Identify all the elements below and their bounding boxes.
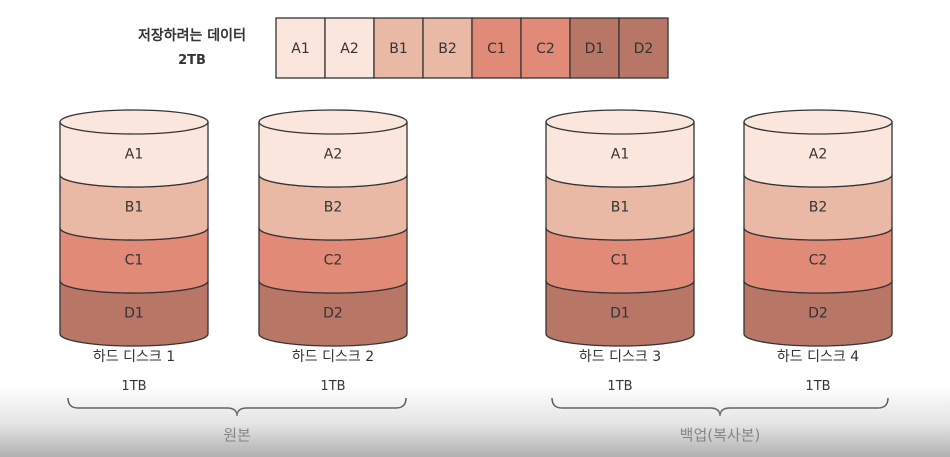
hard-disk-4: D2 C2 B2 A2 하드 디스크 4 1TB [743, 109, 893, 394]
disk-layer-a2: A2 [258, 109, 408, 188]
disk-layer-label: A2 [809, 147, 827, 163]
disk-layer-label: B2 [809, 200, 828, 216]
disk-layer-label: D1 [610, 306, 630, 322]
disk-layer-a2: A2 [743, 109, 893, 188]
disk-name: 하드 디스크 4 [777, 349, 859, 365]
group-backup: 백업(복사본) [551, 397, 889, 444]
disk-layer-label: C1 [611, 253, 630, 269]
data-block-d2: D2 [618, 17, 669, 79]
hard-disk-3: D1 C1 B1 A1 하드 디스크 3 1TB [545, 109, 695, 394]
data-block-label: A2 [340, 41, 358, 57]
disk-layer-label: A2 [324, 147, 342, 163]
group-brace [551, 397, 889, 417]
disk-size: 1TB [121, 379, 146, 394]
disk-layer-label: D2 [808, 306, 828, 322]
group-label: 백업(복사본) [680, 426, 761, 444]
data-block-label: C2 [536, 41, 555, 57]
data-block-label: A1 [291, 41, 309, 57]
data-blocks-row: A1 A2 B1 B2 C1 C2 D1 D2 [275, 17, 669, 79]
disk-layer-label: D2 [323, 306, 343, 322]
disk-size: 1TB [805, 379, 830, 394]
disk-layer-label: A1 [125, 147, 143, 163]
data-block-c1: C1 [471, 17, 522, 79]
data-label: 저장하려는 데이터 [138, 27, 246, 44]
disk-layer-label: D1 [124, 306, 144, 322]
disk-name: 하드 디스크 2 [292, 349, 374, 365]
data-block-label: B1 [389, 41, 408, 57]
data-block-label: C1 [487, 41, 506, 57]
data-block-label: D1 [585, 41, 605, 57]
data-block-label: D2 [634, 41, 654, 57]
group-brace [67, 397, 407, 417]
disk-layer-label: C2 [809, 253, 828, 269]
disk-name: 하드 디스크 3 [579, 349, 661, 365]
group-original: 원본 [67, 397, 407, 444]
data-block-label: B2 [438, 41, 457, 57]
data-block-a1: A1 [275, 17, 326, 79]
disk-layer-label: A1 [611, 147, 629, 163]
disk-layer-a1: A1 [545, 109, 695, 188]
data-block-b1: B1 [373, 17, 424, 79]
data-block-b2: B2 [422, 17, 473, 79]
disk-layer-label: C1 [125, 253, 144, 269]
disk-layer-label: B1 [611, 200, 630, 216]
disk-name: 하드 디스크 1 [93, 349, 175, 365]
hard-disk-1: D1 C1 B1 A1 하드 디스크 1 1TB [59, 109, 209, 394]
groups: 원본 백업(복사본) [67, 397, 889, 444]
disk-size: 1TB [320, 379, 345, 394]
disk-layer-label: B2 [324, 200, 343, 216]
disk-size: 1TB [607, 379, 632, 394]
data-block-d1: D1 [569, 17, 620, 79]
disk-layer-label: B1 [125, 200, 144, 216]
disk-layer-a1: A1 [59, 109, 209, 188]
hard-disk-2: D2 C2 B2 A2 하드 디스크 2 1TB [258, 109, 408, 394]
data-size-label: 2TB [178, 53, 206, 68]
data-block-a2: A2 [324, 17, 375, 79]
disk-layer-label: C2 [324, 253, 343, 269]
data-block-c2: C2 [520, 17, 571, 79]
group-label: 원본 [223, 426, 251, 444]
